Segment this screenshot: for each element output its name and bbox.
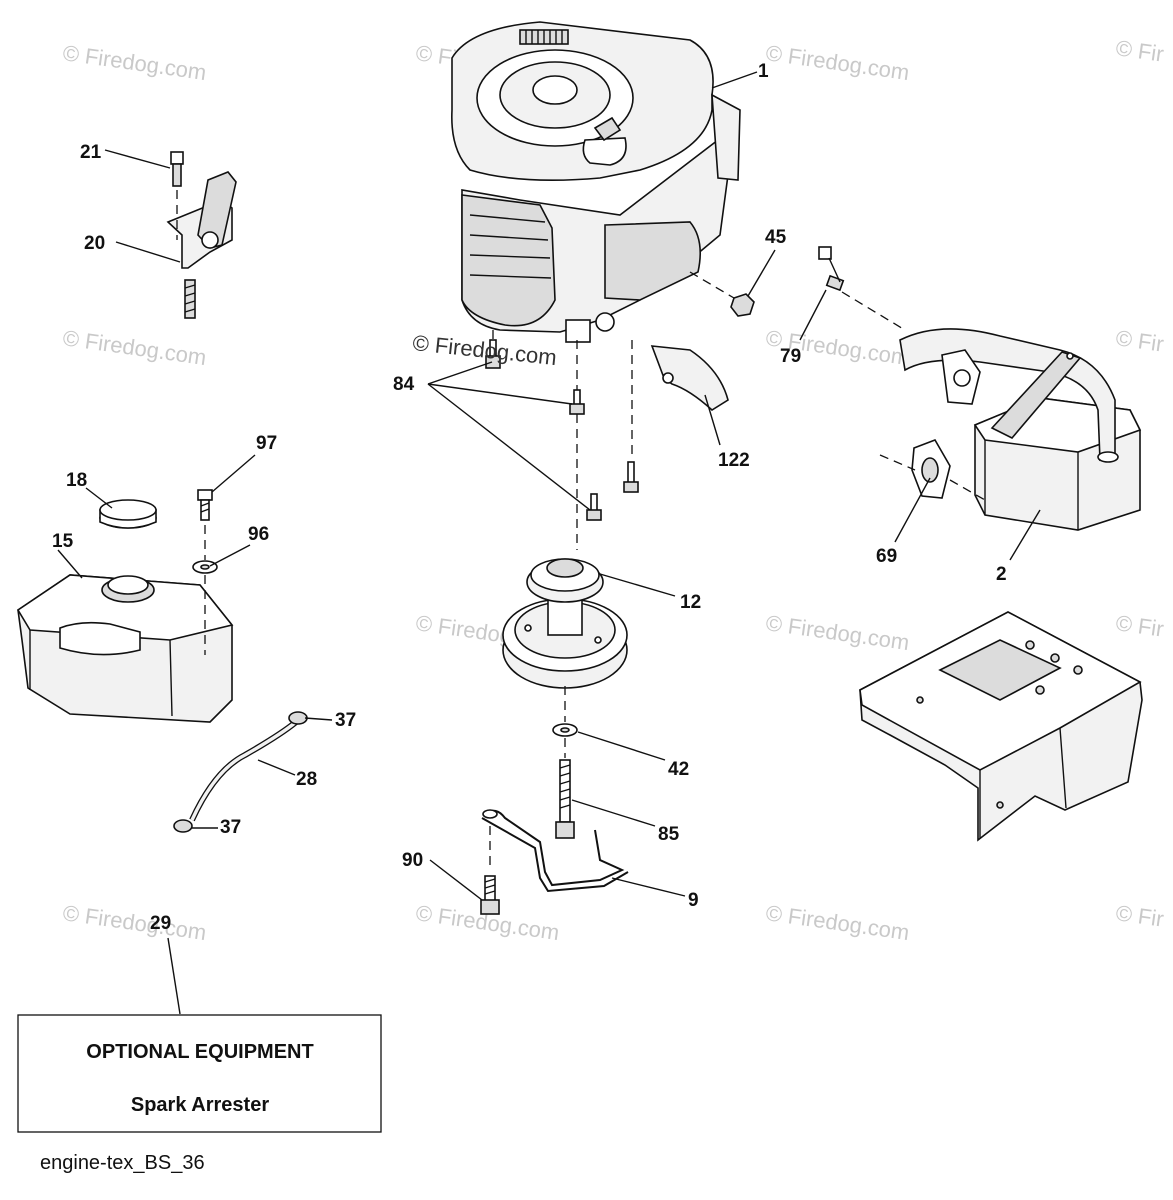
callout-label: 69	[876, 546, 897, 567]
callout-label: 45	[765, 227, 787, 248]
bolt-84	[485, 339, 501, 369]
callout-label: 28	[296, 769, 317, 790]
callout-label: 21	[80, 142, 102, 163]
throttle-control-part	[166, 171, 237, 319]
watermark: © Firedog.com	[61, 325, 208, 370]
nut-45-part	[730, 293, 755, 317]
bolt-79-part	[818, 246, 845, 292]
bolt-85-part	[555, 759, 575, 839]
pulley-part	[502, 558, 628, 689]
bolt-84	[569, 389, 585, 415]
watermark: © Firedog.com	[764, 900, 911, 945]
callout-label: 18	[66, 470, 87, 491]
callout-label: 12	[680, 592, 701, 613]
callout-label: 90	[402, 850, 423, 871]
bracket-9-part	[481, 809, 629, 893]
engine-part	[451, 21, 741, 343]
muffler-part	[899, 328, 1142, 531]
callout-label: 1	[758, 61, 769, 82]
fuel-cap-part	[99, 499, 157, 529]
washer-42-part	[552, 723, 578, 737]
callout-label: 97	[256, 433, 277, 454]
callout-label: 15	[52, 531, 74, 552]
bolt-84	[586, 493, 602, 521]
bolt-84	[623, 461, 639, 493]
fuel-line-part	[189, 719, 298, 822]
callout-label: 84	[393, 374, 415, 395]
fuel-tank-part	[16, 574, 234, 723]
heat-shield-part	[650, 345, 729, 411]
optional-equipment-heading: OPTIONAL EQUIPMENT	[86, 1041, 313, 1063]
hose-clamp-part	[173, 819, 193, 833]
bolt-97-part	[197, 489, 213, 521]
watermark: © Firedog.com	[764, 610, 911, 655]
callout-label: 79	[780, 346, 801, 367]
engine-plate-part	[859, 611, 1143, 842]
callout-label: 96	[248, 524, 269, 545]
watermark: © Fir	[1114, 610, 1165, 641]
watermark: © Firedog.com	[764, 40, 911, 85]
watermark: © Fir	[1114, 900, 1165, 931]
callout-label: 2	[996, 564, 1007, 585]
screw-21-part	[170, 151, 184, 187]
washer-96-part	[192, 560, 218, 574]
callout-label: 9	[688, 890, 699, 911]
callouts: 1 2 9 12 15 18 20 21 28 29 37 37 42 45 6…	[52, 61, 1007, 934]
hose-clamp-part	[288, 711, 308, 725]
gasket-69-part	[911, 439, 951, 499]
watermark: © Fir	[1114, 35, 1165, 66]
watermark: © Fir	[1114, 325, 1165, 356]
callout-label: 85	[658, 824, 680, 845]
leader-lines	[57, 71, 1041, 1015]
callout-label: 37	[220, 817, 241, 838]
bolt-90-part	[480, 875, 500, 915]
watermark: © Firedog.com	[61, 900, 208, 945]
callout-label: 20	[84, 233, 105, 254]
callout-label: 122	[718, 450, 750, 471]
optional-equipment-box: OPTIONAL EQUIPMENT Spark Arrester	[17, 1014, 382, 1133]
optional-equipment-item: Spark Arrester	[131, 1094, 269, 1116]
diagram-reference: engine-tex_BS_36	[40, 1152, 205, 1174]
watermark: © Firedog.com	[61, 40, 208, 85]
callout-label: 37	[335, 710, 356, 731]
callout-label: 42	[668, 759, 689, 780]
bolt-84-group	[485, 339, 639, 521]
callout-label: 29	[150, 913, 171, 934]
